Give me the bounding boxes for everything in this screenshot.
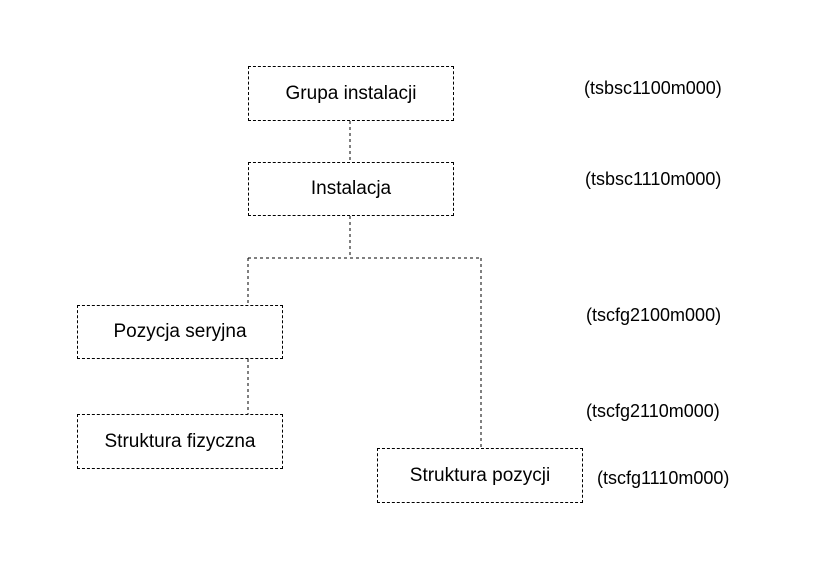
- node-label: Instalacja: [310, 178, 392, 199]
- session-code-tscfg2100m000: (tscfg2100m000): [586, 305, 722, 325]
- node-pozycja-seryjna: Pozycja seryjna: [77, 305, 283, 359]
- node-struktura-pozycji: Struktura pozycji: [377, 448, 583, 503]
- node-label: Struktura fizyczna: [104, 430, 256, 452]
- node-label: Pozycja seryjna: [113, 321, 247, 342]
- node-label: Struktura pozycji: [409, 464, 551, 486]
- session-code-tsbsc1110m000: (tsbsc1110m000): [585, 169, 722, 189]
- node-grupa-instalacji: Grupa instalacji: [248, 66, 454, 121]
- node-instalacja: Instalacja: [248, 162, 454, 216]
- session-code-tscfg1110m000: (tscfg1110m000): [597, 468, 730, 488]
- session-code-tsbsc1100m000: (tsbsc1100m000): [584, 78, 722, 98]
- session-code-tscfg2110m000: (tscfg2110m000): [586, 401, 720, 421]
- node-label: Grupa instalacji: [285, 82, 417, 104]
- node-struktura-fizyczna: Struktura fizyczna: [77, 414, 283, 469]
